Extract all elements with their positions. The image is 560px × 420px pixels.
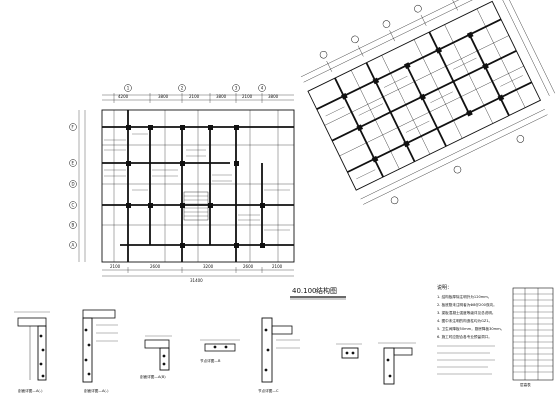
note-1: 1. 结构板厚除注明外为120mm。 [437,294,491,299]
dim-bottom-4: 2600 [243,264,254,269]
section-label-4: 节点详图—B [200,358,221,363]
right-plan-columns [341,31,505,163]
dim-top-4: 3800 [216,94,227,99]
stair-hatch [183,191,209,221]
section-detail-4 [200,339,240,352]
section-detail-1 [14,311,50,381]
section-label-3: 剖面详图—A(B) [140,374,166,379]
right-plan-annotation-marks [325,57,523,180]
dim-bottom-3: 3200 [203,264,214,269]
right-plan-axis-bubbles [319,4,525,205]
plan-title-group: 40.100 结构图 [290,286,346,300]
dim-total-bottom: 31400 [190,278,203,283]
notes-block: 说明： 1. 结构板厚除注明外为120mm。 2. 板底筋未注明者为Φ8@200… [437,284,504,375]
left-plan-thin-lines [102,110,294,262]
right-plan-block [300,0,555,205]
axis-left-1: F [72,125,75,130]
floor-table-heading: 层高表 [520,382,531,387]
left-plan-axis-bubbles [69,84,266,249]
section-label-1: 剖面详图—A(-) [18,388,43,393]
section-detail-2 [82,309,118,383]
dim-top-1: 4200 [118,94,129,99]
left-plan-annotation-marks [104,133,290,231]
section-label-5: 节点详图—C [258,388,279,393]
right-plan-dimension-lines [300,0,555,205]
note-4: 4. 图中未注明的构造柱均为GZ1。 [437,318,492,323]
dim-top-5: 2100 [242,94,253,99]
section-detail-7 [378,342,416,385]
section-label-2: 剖面详图—A(-) [84,388,109,393]
left-plan-columns [126,125,265,248]
left-plan-texts: 4200 3800 2100 3800 2100 3800 2100 2600 … [72,86,283,284]
notes-heading: 说明： [437,284,452,291]
dim-top-6: 3800 [268,94,279,99]
right-plan-thin-lines [324,8,526,170]
dim-bottom-1: 2100 [110,264,121,269]
dim-bottom-5: 2100 [272,264,283,269]
dim-bottom-2: 2600 [150,264,161,269]
axis-top-2: 2 [181,86,184,91]
note-5: 5. 卫生间降板50mm，厨房降板30mm。 [437,326,504,331]
axis-left-6: A [72,243,75,248]
axis-left-2: E [72,161,75,166]
axis-left-4: C [72,203,75,208]
note-6: 6. 施工时应配合各专业预留洞口。 [437,334,492,339]
section-detail-6 [336,343,362,359]
section-detail-5 [261,317,300,383]
stair-hatch-lines [184,195,208,217]
notes-extra-lines [437,345,495,375]
section-labels: 剖面详图—A(-) 剖面详图—A(-) 剖面详图—A(B) 节点详图—B 节点详… [18,358,279,393]
note-3: 3. 梁板混凝土强度等级详见总说明。 [437,310,495,315]
floor-table-rows [513,293,553,373]
floor-table [512,287,554,381]
note-2: 2. 板底筋未注明者为Φ8@200双向。 [437,302,497,307]
axis-top-1: 1 [127,86,130,91]
plan-title: 40.100 [292,287,317,295]
dim-top-3: 2100 [189,94,200,99]
plan-title-suffix: 结构图 [316,286,337,295]
axis-top-3: 3 [235,86,238,91]
dim-top-2: 3800 [158,94,169,99]
axis-left-3: D [72,182,75,187]
left-plan-block [69,84,295,277]
axis-left-5: B [72,223,75,228]
section-detail-3 [144,335,172,371]
left-plan-dimension-lines [78,93,294,277]
axis-top-4: 4 [261,86,264,91]
